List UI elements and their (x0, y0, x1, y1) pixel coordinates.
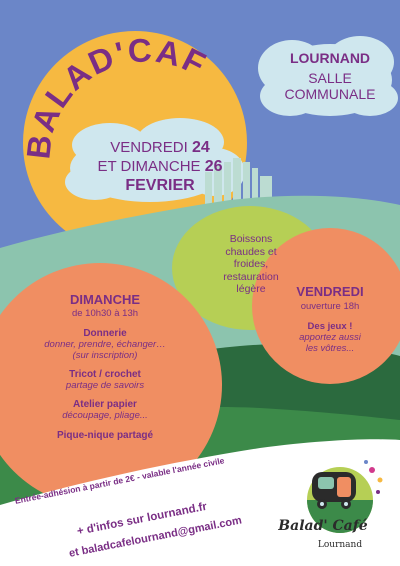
drinks-line-2: chaudes et (225, 245, 277, 258)
vendredi-info: VENDREDI ouverture 18h Des jeux ! apport… (268, 284, 392, 354)
footer-wave (0, 439, 400, 566)
location-venue: SALLE COMMUNALE (270, 70, 390, 102)
atelier-title: Atelier papier (73, 399, 137, 410)
vendredi-circle (252, 228, 400, 384)
date-line-2: ET DIMANCHE 26 (85, 157, 235, 176)
venue-line-1: SALLE (308, 70, 352, 86)
dimanche-hours: de 10h30 à 13h (71, 308, 139, 319)
date-1-weekday: VENDREDI (110, 139, 188, 156)
logo-name: Balad' Café (278, 518, 368, 534)
vendredi-games-title: Des jeux ! (307, 321, 353, 332)
event-title: BALAD'CAFÉ (0, 0, 211, 161)
drinks-line-4: restauration (223, 270, 279, 283)
vendredi-games-line-2: les vôtres... (305, 343, 355, 354)
donnerie-line-1: donner, prendre, échanger… (44, 339, 166, 350)
van-logo (307, 460, 383, 533)
date-line-1: VENDREDI 24 (85, 138, 235, 157)
date-month: FEVRIER (125, 177, 195, 194)
vendredi-title: VENDREDI (296, 284, 364, 299)
date-2-day: 26 (204, 158, 223, 175)
cloud-top (258, 36, 398, 116)
date-2-weekday: ET DIMANCHE (97, 158, 201, 175)
drinks-line-3: froides, (233, 258, 269, 270)
drinks-line-5: légère (236, 283, 266, 295)
dimanche-title: DIMANCHE (69, 292, 141, 307)
tricot-title: Tricot / crochet (69, 369, 141, 380)
drinks-info: Boissons chaudes et froides, restauratio… (196, 233, 306, 296)
vendredi-games-line-1: apportez aussi (299, 332, 361, 343)
tricot-line-1: partage de savoirs (65, 380, 145, 391)
logo-town: Lournand (317, 540, 363, 550)
donnerie-line-2: (sur inscription) (72, 350, 138, 361)
dimanche-info: DIMANCHE de 10h30 à 13h Donnerie donner,… (25, 292, 185, 441)
vendredi-hours: ouverture 18h (300, 301, 360, 312)
venue-line-2: COMMUNALE (284, 86, 376, 102)
dimanche-circle (0, 263, 222, 507)
location-town: LOURNAND (289, 50, 371, 66)
piquenique-title: Pique-nique partagé (56, 430, 154, 441)
donnerie-title: Donnerie (83, 328, 127, 339)
drinks-line-1: Boissons (229, 233, 273, 245)
atelier-line-1: découpage, pliage... (62, 410, 148, 421)
date-1-day: 24 (191, 139, 210, 156)
svg-text:BALAD'CAFÉ: BALAD'CAFÉ (0, 0, 213, 161)
event-dates: VENDREDI 24 ET DIMANCHE 26 FEVRIER (85, 138, 235, 195)
